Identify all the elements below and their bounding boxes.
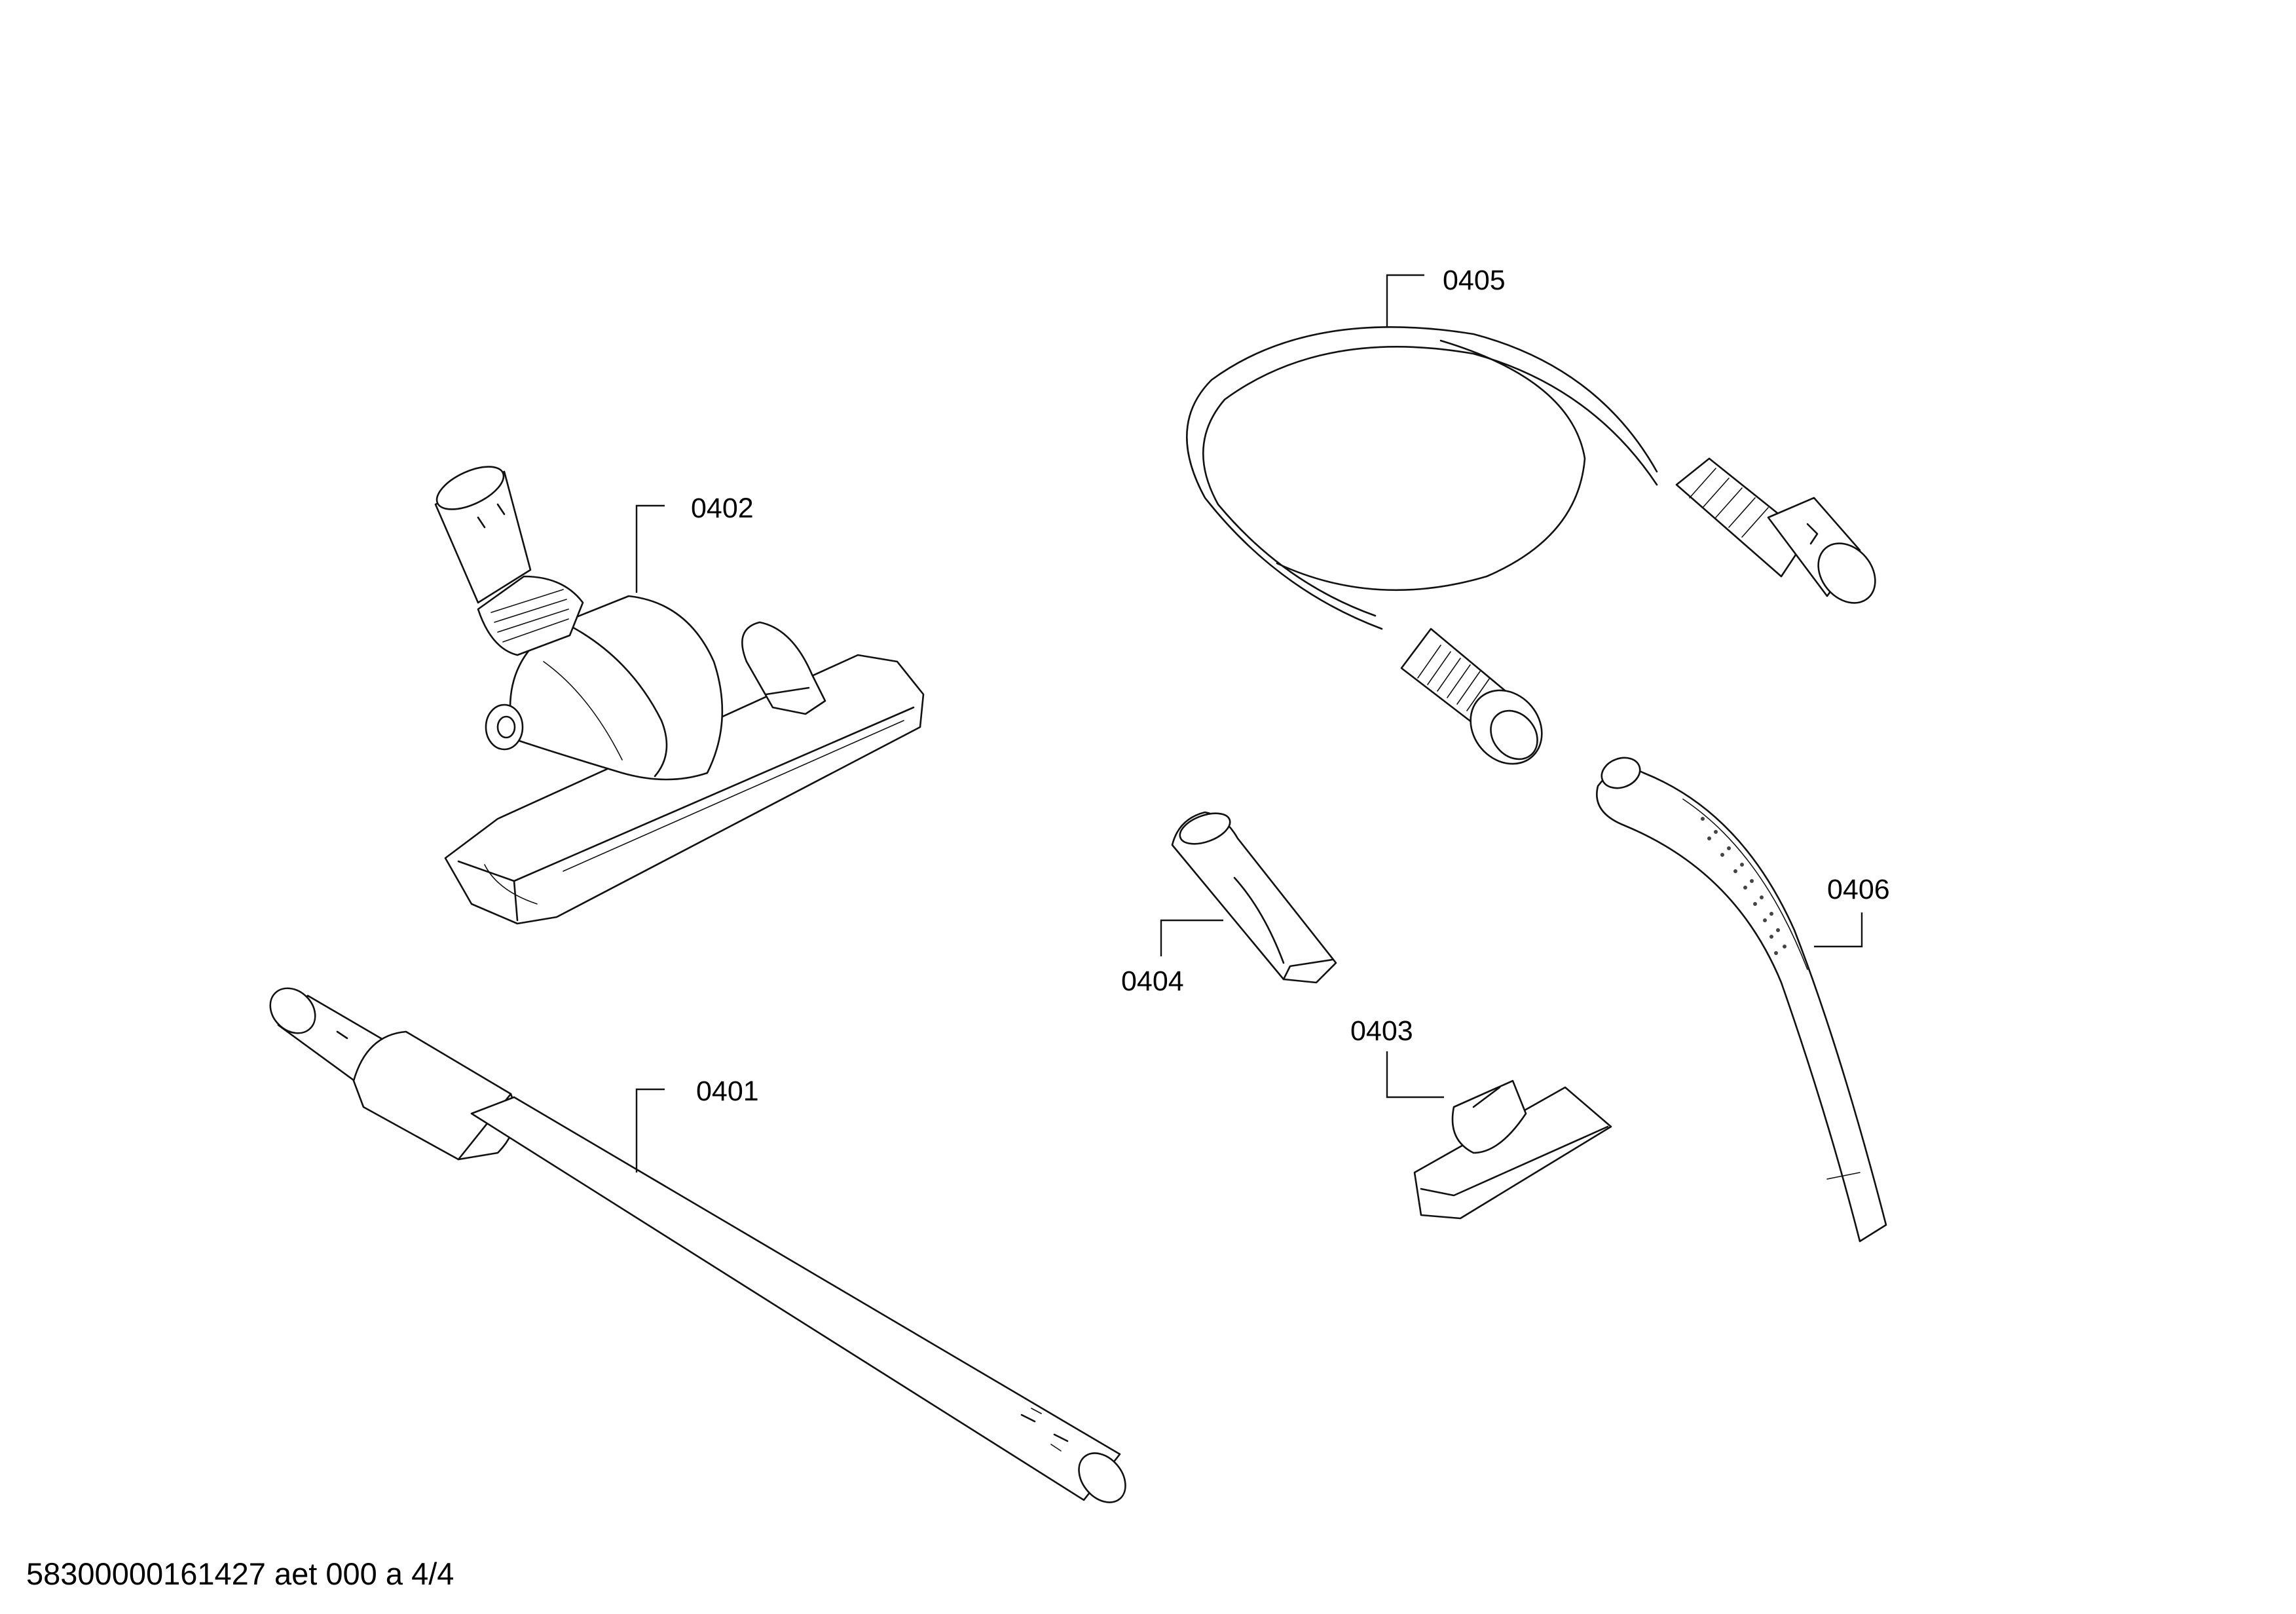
document-footer-code: 58300000161427 aet 000 a 4/4: [26, 1556, 454, 1591]
crevice-nozzle-drawing: [1171, 811, 1337, 984]
leader-0402: [635, 504, 665, 593]
leader-0401: [635, 1088, 665, 1173]
leader-0405: [1386, 274, 1424, 328]
upholstery-nozzle-drawing: [1413, 1079, 1612, 1220]
leader-0403: [1386, 1051, 1444, 1098]
part-label-0401: 0401: [696, 1076, 759, 1107]
telescopic-tube-drawing: [269, 987, 1126, 1503]
part-label-0404: 0404: [1121, 966, 1184, 997]
part-label-0406: 0406: [1827, 874, 1890, 905]
leader-lines: [635, 274, 1863, 1173]
part-label-0402: 0402: [691, 493, 754, 524]
suction-hose-drawing: [1186, 326, 1876, 765]
leader-0404: [1160, 919, 1223, 956]
part-label-0403: 0403: [1350, 1015, 1413, 1047]
hose-handle-drawing: [1596, 757, 1887, 1243]
leader-0406: [1814, 912, 1863, 948]
part-label-0405: 0405: [1443, 265, 1506, 296]
floor-nozzle-drawing: [434, 466, 925, 925]
